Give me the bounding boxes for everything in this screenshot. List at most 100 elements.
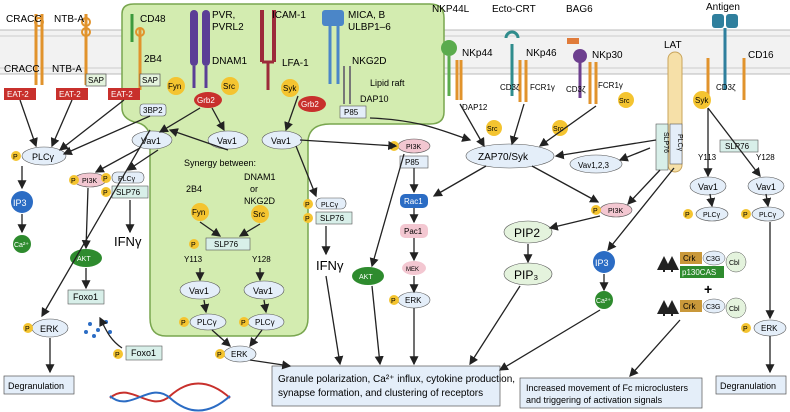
svg-text:AKT: AKT xyxy=(359,274,373,281)
phospho-icon: P xyxy=(389,295,399,305)
eat2-box-1: EAT-2 xyxy=(4,88,36,100)
plcg-lat-node: PLCγ xyxy=(669,123,683,165)
slp76-r-node: SLP76 xyxy=(719,139,759,153)
svg-text:Fyn: Fyn xyxy=(192,208,205,217)
svg-text:P: P xyxy=(71,178,76,185)
plus-sign: + xyxy=(704,281,712,297)
syk-r-node: Syk xyxy=(693,91,711,109)
akt-left-node: AKT xyxy=(70,249,102,267)
phospho-icon: P xyxy=(11,151,21,161)
label-cd3z-b: CD3ζ xyxy=(566,85,586,94)
src-c-node: Src xyxy=(618,92,634,108)
label-cd48: CD48 xyxy=(140,14,166,25)
ca-left-node: Ca²⁺ xyxy=(13,235,31,253)
y113-right: Y113 xyxy=(698,153,717,162)
dots-foxo1-icon xyxy=(84,320,112,338)
svg-text:ERK: ERK xyxy=(761,324,778,333)
label-dap12: DAP12 xyxy=(462,103,488,112)
ifng-left-text: IFNγ xyxy=(114,234,142,249)
svg-text:P85: P85 xyxy=(344,108,359,117)
svg-text:PLCγ: PLCγ xyxy=(759,212,777,219)
svg-text:Rac1: Rac1 xyxy=(404,197,423,206)
pip3-node: PIP₃ xyxy=(503,262,553,286)
phospho-icon: P xyxy=(189,239,199,249)
plcg-r1-node: PLCγ xyxy=(695,206,729,222)
svg-text:Ca²⁺: Ca²⁺ xyxy=(596,298,611,305)
svg-text:ERK: ERK xyxy=(231,350,248,359)
svg-text:Syk: Syk xyxy=(283,84,297,93)
label-fcr1g-a: FCR1γ xyxy=(530,83,555,92)
svg-text:Vav1: Vav1 xyxy=(141,136,161,146)
nkg2d-receptor-icon xyxy=(322,10,351,104)
lipid-raft-region xyxy=(121,3,445,337)
pip2-node: PIP2 xyxy=(503,220,553,244)
svg-text:IP3: IP3 xyxy=(13,198,27,208)
svg-text:Degranulation: Degranulation xyxy=(8,381,64,391)
label-lat: LAT xyxy=(664,40,682,51)
slp76-m2-node: SLP76 xyxy=(315,211,353,225)
svg-text:Foxo1: Foxo1 xyxy=(73,292,98,302)
svg-text:Src: Src xyxy=(487,126,498,133)
pathway-arrows xyxy=(17,95,775,377)
svg-text:Foxo1: Foxo1 xyxy=(131,348,156,358)
pi3k-mid-node: PI3K xyxy=(397,138,431,154)
vav1-d-node: Vav1 xyxy=(179,280,221,300)
ntba-receptor-icon xyxy=(81,14,91,85)
svg-text:PIP2: PIP2 xyxy=(514,226,540,240)
dnam1-receptor-icon xyxy=(190,10,210,88)
ip3-right-node: IP3 xyxy=(593,251,615,273)
svg-text:P: P xyxy=(743,326,748,333)
svg-text:PLCγ: PLCγ xyxy=(255,318,275,327)
svg-text:Grb2: Grb2 xyxy=(301,100,319,109)
svg-text:and triggering of activation: and triggering of activation signals xyxy=(526,395,663,405)
svg-text:P: P xyxy=(25,326,30,333)
label-lipid-raft: Lipid raft xyxy=(370,78,405,88)
label-cracc-top: CRACC xyxy=(6,14,42,25)
phospho-icon: P xyxy=(101,173,111,183)
sap-box-2: SAP xyxy=(139,73,161,87)
svg-text:P: P xyxy=(191,242,196,249)
p85-box: P85 xyxy=(339,105,367,119)
vav1-r1-node: Vav1 xyxy=(689,176,727,196)
svg-text:Vav1: Vav1 xyxy=(189,286,209,296)
svg-text:Ca²⁺: Ca²⁺ xyxy=(14,242,29,249)
label-lfa1: LFA-1 xyxy=(282,58,309,69)
3bp2-box: 3BP2 xyxy=(139,103,167,117)
label-cd3z-c: CD3ζ xyxy=(716,83,736,92)
foxo1-a-node: Foxo1 xyxy=(67,289,105,305)
svg-text:PLCγ: PLCγ xyxy=(197,318,217,327)
plcg-main-node: PLCγ xyxy=(21,146,67,166)
ip3-left-node: IP3 xyxy=(11,191,33,213)
svg-text:3BP2: 3BP2 xyxy=(143,106,163,115)
nkp30-receptor-icon xyxy=(567,38,598,104)
nkp46-receptor-icon xyxy=(504,30,528,102)
svg-text:Syk: Syk xyxy=(695,96,709,105)
synergy-nkg: NKG2D xyxy=(244,196,276,206)
nkp44-receptor-icon xyxy=(441,40,463,100)
pac1-node: Pac1 xyxy=(400,224,428,238)
svg-text:P: P xyxy=(103,176,108,183)
svg-text:PLCγ: PLCγ xyxy=(676,134,683,152)
svg-text:Increased movement of Fc micro: Increased movement of Fc microclusters xyxy=(526,383,689,393)
vav1-e-node: Vav1 xyxy=(243,280,285,300)
svg-text:IP3: IP3 xyxy=(595,258,609,268)
phospho-icon: P xyxy=(683,209,693,219)
svg-text:Src: Src xyxy=(223,82,235,91)
phospho-icon: P xyxy=(303,213,313,223)
svg-text:C3G: C3G xyxy=(706,256,720,263)
svg-text:EAT-2: EAT-2 xyxy=(111,90,133,99)
svg-text:Pac1: Pac1 xyxy=(404,227,423,236)
phospho-icon: P xyxy=(179,317,189,327)
synergy-title: Synergy between: xyxy=(184,158,256,168)
main-outcome-box: Granule polarization, Ca²⁺ influx, cytok… xyxy=(271,365,515,407)
eat2-box-2: EAT-2 xyxy=(56,88,88,100)
svg-text:P: P xyxy=(685,212,690,219)
vav1-b-node: Vav1 xyxy=(207,130,249,150)
slp76-mid-node: SLP76 xyxy=(205,237,251,251)
fyn2-node: Fyn xyxy=(191,203,209,221)
syk-node: Syk xyxy=(281,79,299,97)
plcg-r2-node: PLCγ xyxy=(751,206,785,222)
src2-node: Src xyxy=(251,205,269,223)
